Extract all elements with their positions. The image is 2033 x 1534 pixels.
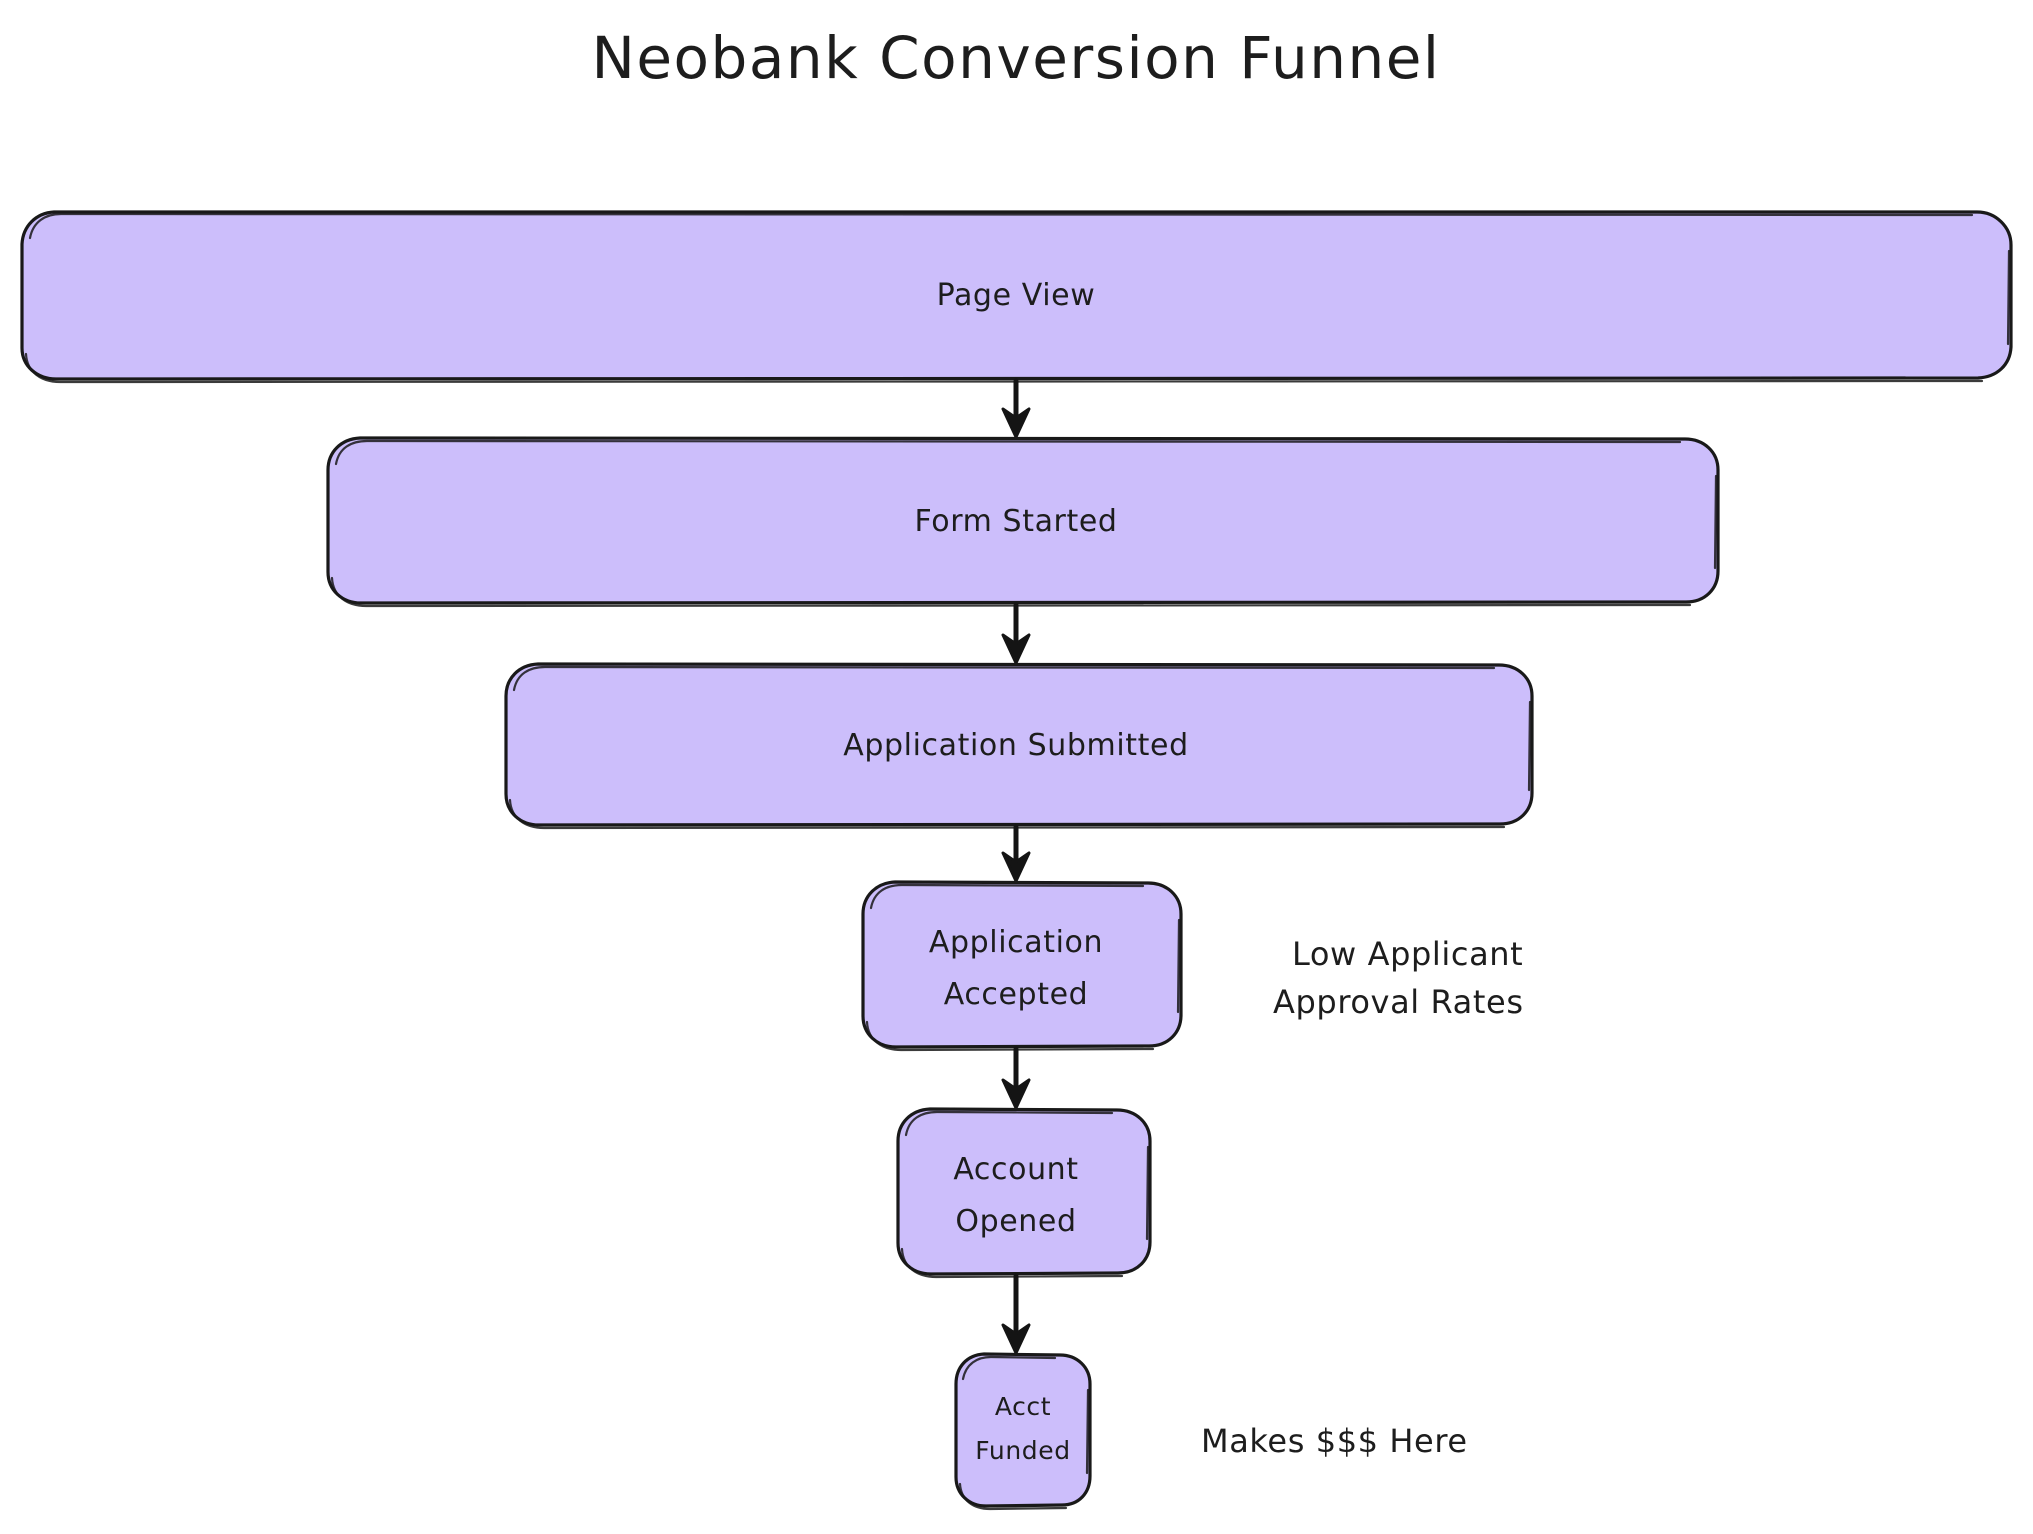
node-acct-funded-sketch-overlay <box>958 1355 1090 1511</box>
edge-3-arrowhead <box>1001 851 1031 883</box>
annotation-makes-money-label: Makes $$$ Here <box>1201 1422 1468 1460</box>
edge-5-arrowhead <box>1001 1323 1031 1355</box>
node-form-started-label: Form Started <box>914 504 1117 539</box>
node-application-accepted[interactable]: Application Accepted <box>861 880 1183 1052</box>
node-account-opened[interactable]: Account Opened <box>896 1107 1152 1279</box>
node-acct-funded-shape <box>954 1352 1092 1508</box>
edge-page-view-to-form-started <box>1001 378 1031 439</box>
node-application-accepted-shape <box>861 880 1183 1049</box>
edge-account-opened-to-acct-funded <box>1001 1273 1031 1355</box>
node-page-view-label: Page View <box>937 278 1096 313</box>
edge-4-arrowhead <box>1001 1078 1031 1110</box>
annotation-low-approval-line1: Low Applicant <box>1292 935 1523 973</box>
node-application-submitted-label: Application Submitted <box>843 728 1188 763</box>
node-acct-funded-label-line1: Acct <box>995 1392 1051 1421</box>
diagram-title: Neobank Conversion Funnel <box>591 24 1440 92</box>
node-acct-funded[interactable]: Acct Funded <box>954 1352 1092 1511</box>
node-application-submitted-sketch-overlay <box>508 665 1532 830</box>
annotation-low-approval-line2: Approval Rates <box>1273 983 1524 1021</box>
node-account-opened-label-line2: Opened <box>955 1204 1076 1239</box>
edge-application-accepted-to-account-opened <box>1001 1046 1031 1110</box>
node-page-view-shape <box>20 210 2013 381</box>
edge-application-submitted-to-application-accepted <box>1001 824 1031 883</box>
annotation-makes-money-note: Makes $$$ Here <box>1201 1422 1468 1460</box>
edge-1-arrowhead <box>1001 407 1031 439</box>
edge-form-started-to-application-submitted <box>1001 602 1031 665</box>
node-account-opened-label-line1: Account <box>953 1152 1078 1187</box>
node-page-view-sketch-overlay <box>24 212 2011 384</box>
node-application-submitted[interactable]: Application Submitted <box>504 662 1534 830</box>
annotation-low-approval-note: Low Applicant Approval Rates <box>1273 935 1524 1021</box>
node-page-view[interactable]: Page View <box>20 210 2013 384</box>
node-application-accepted-label-line2: Accepted <box>944 977 1089 1012</box>
node-acct-funded-label-line2: Funded <box>975 1436 1070 1465</box>
node-application-accepted-label-line1: Application <box>929 925 1103 960</box>
node-application-submitted-shape <box>504 662 1534 827</box>
node-form-started-sketch-overlay <box>330 439 1718 608</box>
node-account-opened-shape <box>896 1107 1152 1276</box>
node-form-started-shape <box>326 436 1720 605</box>
node-account-opened-sketch-overlay <box>900 1110 1150 1279</box>
node-application-accepted-sketch-overlay <box>865 883 1181 1052</box>
node-form-started[interactable]: Form Started <box>326 436 1720 608</box>
edge-2-arrowhead <box>1001 633 1031 665</box>
